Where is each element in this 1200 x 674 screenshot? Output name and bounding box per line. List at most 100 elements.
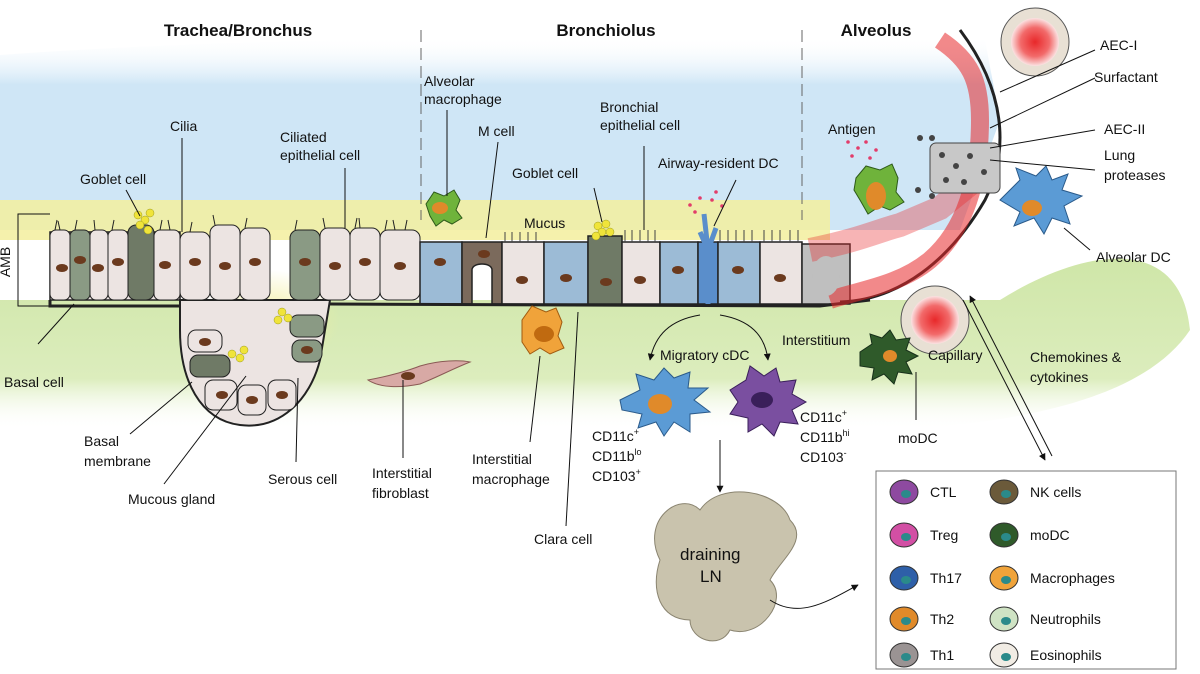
legend-item: Neutrophils xyxy=(989,606,1101,632)
label-ciliated-2: epithelial cell xyxy=(280,147,360,163)
legend-swatch-nucleus xyxy=(901,576,911,584)
legend-swatch-nucleus xyxy=(1001,576,1011,584)
label-clara-cell: Clara cell xyxy=(534,531,592,547)
label-basal-membrane-2: membrane xyxy=(84,453,151,469)
legend-item: CTL xyxy=(889,479,957,505)
label-interstitial-fibroblast-2: fibroblast xyxy=(372,485,429,501)
label-alveolar-dc: Alveolar DC xyxy=(1096,249,1171,265)
legend-item: Treg xyxy=(889,522,958,548)
legend-swatch-nucleus xyxy=(1001,490,1011,498)
alveolar-dc-cell xyxy=(999,165,1084,236)
legend-item: Th17 xyxy=(889,565,962,591)
legend-label: Neutrophils xyxy=(1030,611,1101,627)
cdc-left-2: CD11b xyxy=(592,448,635,464)
legend-label: Eosinophils xyxy=(1030,647,1102,663)
alveolar-macrophage-large xyxy=(853,163,905,215)
legend-item: Th1 xyxy=(889,642,954,668)
cdc-left-1-sup: + xyxy=(634,427,639,437)
svg-text:CD103-: CD103- xyxy=(800,448,847,465)
cdc-left-1: CD11c xyxy=(592,428,634,444)
cdc-right-3: CD103 xyxy=(800,449,844,465)
label-modc: moDC xyxy=(898,430,938,446)
label-bronchial-1: Bronchial xyxy=(600,99,658,115)
arrow-to-legend xyxy=(769,584,859,609)
section-bronchiolus-title: Bronchiolus xyxy=(556,21,655,40)
legend-label: moDC xyxy=(1030,527,1070,543)
legend-item: moDC xyxy=(989,522,1070,548)
label-aec1: AEC-I xyxy=(1100,37,1137,53)
cdc-right-1: CD11c xyxy=(800,409,842,425)
label-chemokines-2: cytokines xyxy=(1030,369,1088,385)
label-lung-proteases-1: Lung xyxy=(1104,147,1135,163)
alveolar-macrophage-small xyxy=(425,189,463,227)
label-draining-1: draining xyxy=(680,545,741,564)
legend-swatch-nucleus xyxy=(1001,617,1011,625)
legend-swatch-nucleus xyxy=(901,490,911,498)
label-goblet-cell-1: Goblet cell xyxy=(80,171,146,187)
capillary-top xyxy=(1000,7,1070,77)
svg-text:CD11c+: CD11c+ xyxy=(592,427,639,444)
trachea-epithelium xyxy=(49,208,421,427)
label-chemokines-1: Chemokines & xyxy=(1030,349,1122,365)
amb-bracket: AMB xyxy=(0,213,50,307)
label-bronchial-2: epithelial cell xyxy=(600,117,680,133)
legend-label: Th1 xyxy=(930,647,954,663)
label-goblet-cell-2: Goblet cell xyxy=(512,165,578,181)
leader-lines xyxy=(37,49,1096,527)
cdc-right-2: CD11b xyxy=(800,429,843,445)
label-alveolar-macrophage-2: macrophage xyxy=(424,91,502,107)
label-capillary: Capillary xyxy=(928,347,982,363)
label-airway-dc: Airway-resident DC xyxy=(658,155,779,171)
label-mucus: Mucus xyxy=(524,215,565,231)
svg-text:CD11c+: CD11c+ xyxy=(800,408,847,425)
legend-item: NK cells xyxy=(989,479,1081,505)
bronchiolus-epithelium xyxy=(419,190,851,305)
alveolus-structure xyxy=(807,7,1070,355)
label-basal-membrane-1: Basal xyxy=(84,433,119,449)
legend-swatch-nucleus xyxy=(1001,653,1011,661)
cdc-left-2-sup: lo xyxy=(635,447,642,457)
label-surfactant: Surfactant xyxy=(1094,69,1158,85)
legend-label: NK cells xyxy=(1030,484,1081,500)
label-antigen: Antigen xyxy=(828,121,875,137)
legend-label: Treg xyxy=(930,527,958,543)
cdc-right-markers: CD11c+ CD11bhi CD103- xyxy=(800,408,850,465)
legend-label: Macrophages xyxy=(1030,570,1115,586)
label-aec2: AEC-II xyxy=(1104,121,1145,137)
label-migratory-cdc: Migratory cDC xyxy=(660,347,749,363)
legend-swatch-nucleus xyxy=(901,533,911,541)
label-m-cell: M cell xyxy=(478,123,515,139)
label-ciliated-1: Ciliated xyxy=(280,129,327,145)
cdc-left-3-sup: + xyxy=(636,467,641,477)
migratory-cdc-blue xyxy=(619,367,712,437)
legend-swatch-nucleus xyxy=(901,653,911,661)
section-alveolus-title: Alveolus xyxy=(841,21,912,40)
modc-cell xyxy=(859,329,920,385)
cdc-left-3: CD103 xyxy=(592,468,636,484)
cdc-right-1-sup: + xyxy=(842,408,847,418)
label-interstitial-macrophage-2: macrophage xyxy=(472,471,550,487)
label-interstitial-macrophage-1: Interstitial xyxy=(472,451,532,467)
legend-label: Th2 xyxy=(930,611,954,627)
svg-text:CD103+: CD103+ xyxy=(592,467,641,484)
amb-label: AMB xyxy=(0,247,13,277)
arrow-to-cdc-left xyxy=(647,314,701,361)
legend-label: CTL xyxy=(930,484,957,500)
section-trachea-title: Trachea/Bronchus xyxy=(164,21,312,40)
label-basal-cell: Basal cell xyxy=(4,374,64,390)
label-interstitium: Interstitium xyxy=(782,332,850,348)
legend-item: Th2 xyxy=(889,606,954,632)
label-serous-cell: Serous cell xyxy=(268,471,337,487)
label-lung-proteases-2: proteases xyxy=(1104,167,1165,183)
label-mucous-gland: Mucous gland xyxy=(128,491,215,507)
migratory-cdc-purple xyxy=(729,365,808,437)
legend-item: Eosinophils xyxy=(989,642,1102,668)
svg-text:CD11blo: CD11blo xyxy=(592,447,642,464)
cdc-right-2-sup: hi xyxy=(843,428,850,438)
label-cilia: Cilia xyxy=(170,118,197,134)
label-interstitial-fibroblast-1: Interstitial xyxy=(372,465,432,481)
svg-text:CD11bhi: CD11bhi xyxy=(800,428,850,445)
